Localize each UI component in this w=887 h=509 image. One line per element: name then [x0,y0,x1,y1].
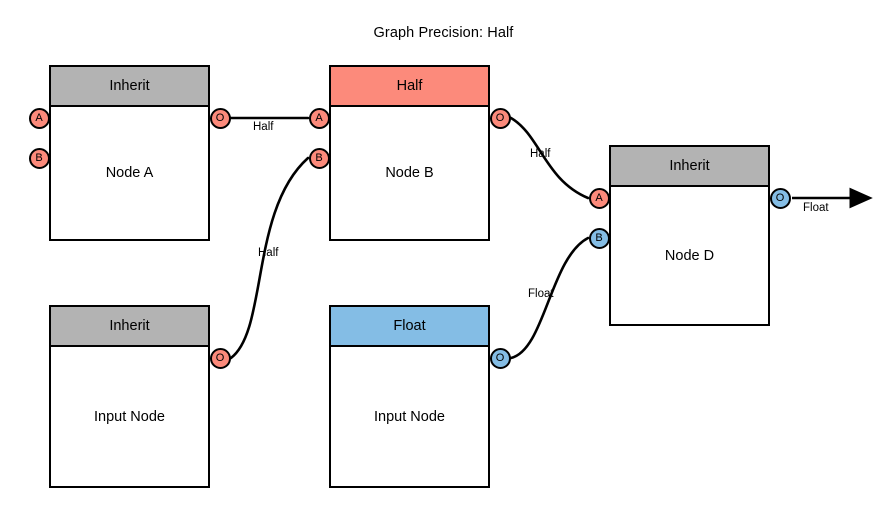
node-label-input-node-left: Input Node [94,408,165,425]
input-port-b-node-a[interactable]: B [28,147,50,169]
output-port-o-input-node-left[interactable]: O [209,347,231,369]
node-header-node-a: Inherit [51,67,208,107]
node-header-node-d: Inherit [611,147,768,187]
input-port-b-node-d[interactable]: B [588,227,610,249]
edge-label-edge-inputleft-to-b: Half [258,247,279,259]
node-header-node-b: Half [331,67,488,107]
node-header-input-node-middle: Float [331,307,488,347]
graph-output-label: Float [803,202,829,214]
node-label-node-b: Node B [385,165,434,181]
output-port-o-node-d[interactable]: O [769,187,791,209]
edge-label-edge-b-to-d: Half [530,148,551,160]
input-port-a-node-d[interactable]: A [588,187,610,209]
output-port-o-node-a[interactable]: O [209,107,231,129]
node-label-node-a: Node A [105,165,154,181]
node-header-input-node-left: Inherit [51,307,208,347]
input-port-b-node-b[interactable]: B [308,147,330,169]
page-title: Graph Precision: Half [373,25,514,41]
output-port-o-input-node-middle[interactable]: O [489,347,511,369]
output-port-o-node-b[interactable]: O [489,107,511,129]
node-label-input-node-middle: Input Node [374,408,445,425]
node-label-node-d: Node D [664,247,715,264]
edge-label-edge-inputmiddle-to-d: Float [528,288,554,300]
edge-label-edge-a-to-b: Half [253,121,274,133]
input-port-a-node-b[interactable]: A [308,107,330,129]
input-port-a-node-a[interactable]: A [28,107,50,129]
